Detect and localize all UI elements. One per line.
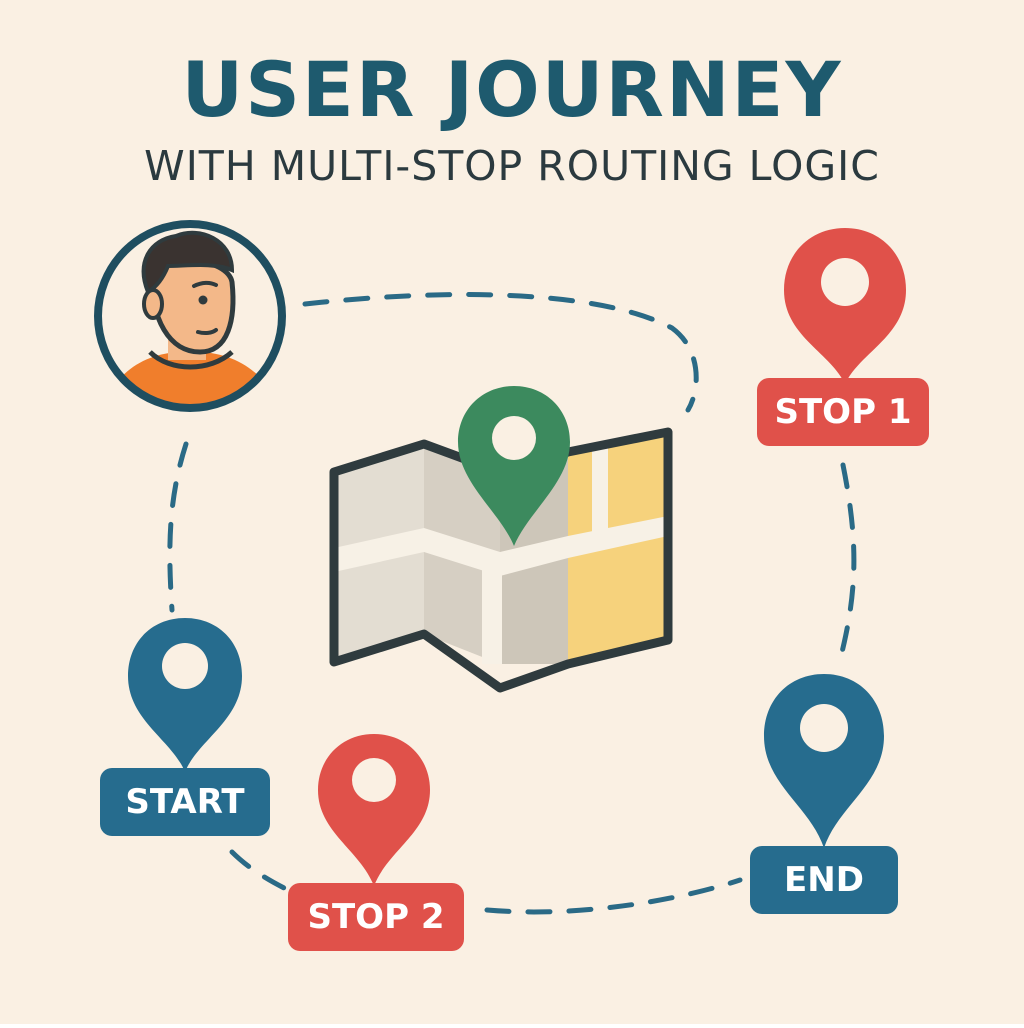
- page-subtitle: WITH MULTI-STOP ROUTING LOGIC: [144, 142, 880, 190]
- map-pin-start: [128, 618, 242, 772]
- end-label-badge: END: [750, 846, 898, 914]
- map-pin-end: [764, 674, 884, 848]
- avatar-hair: [141, 230, 235, 295]
- avatar-ring: [94, 220, 286, 412]
- map-pin-stop1: [784, 228, 906, 384]
- route-segment-start-to-stop2: [229, 849, 291, 893]
- route-segment-avatar-to-start: [167, 441, 189, 613]
- stop2-label-badge: STOP 2: [288, 883, 464, 951]
- user-avatar: [94, 220, 286, 412]
- start-label-badge: START: [100, 768, 270, 836]
- route-segment-avatar-to-stop1: [302, 292, 699, 413]
- avatar-eye: [198, 295, 208, 305]
- route-segment-stop2-to-end: [484, 877, 743, 915]
- route-path: [167, 292, 857, 915]
- avatar-mouth: [196, 328, 218, 336]
- route-segment-stop1-to-end: [837, 462, 857, 663]
- map-pin-green: [458, 386, 570, 546]
- avatar-ear: [142, 288, 164, 320]
- map-pin-stop2: [318, 734, 430, 886]
- page-title: USER JOURNEY: [181, 45, 843, 134]
- stop1-label-badge: STOP 1: [757, 378, 929, 446]
